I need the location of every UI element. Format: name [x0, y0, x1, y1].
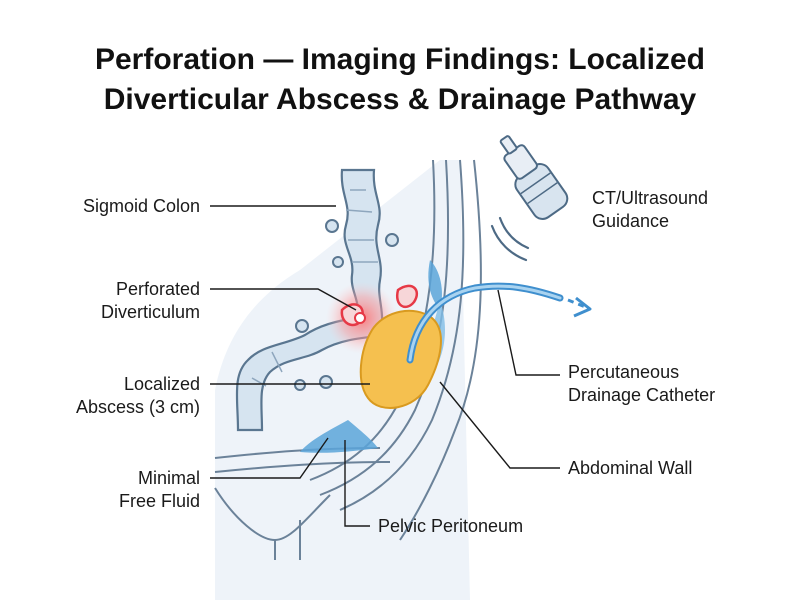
leader-lines: [210, 205, 560, 527]
label-catheter-line2: Drainage Catheter: [568, 385, 715, 405]
title-line-1: Perforation — Imaging Findings: Localize…: [94, 43, 706, 76]
label-abscess-line1: Localized: [124, 374, 200, 394]
label-sigmoid-colon: Sigmoid Colon: [83, 196, 200, 216]
ultrasound-waves-icon: [490, 216, 530, 262]
label-guidance-line1: CT/Ultrasound: [592, 188, 708, 208]
label-abdominal-wall: Abdominal Wall: [568, 458, 692, 478]
label-perforated-line1: Perforated: [116, 279, 200, 299]
abscess: [359, 309, 442, 409]
drainage-catheter: [406, 282, 592, 364]
label-perforated-line2: Diverticulum: [101, 302, 200, 322]
pelvic-tissue: [215, 160, 470, 600]
label-catheter-line1: Percutaneous: [568, 362, 679, 382]
label-free-fluid-line1: Minimal: [138, 468, 200, 488]
title-line-2: Diverticular Abscess & Drainage Pathway: [103, 83, 697, 116]
ultrasound-probe-icon: [499, 135, 569, 220]
free-fluid-upper: [428, 260, 442, 310]
page-title: Perforation — Imaging Findings: Localize…: [0, 40, 800, 120]
label-abscess-line2: Abscess (3 cm): [76, 397, 200, 417]
label-free-fluid-line2: Free Fluid: [119, 491, 200, 511]
label-guidance-line2: Guidance: [592, 211, 669, 231]
perforation-point: [354, 312, 366, 324]
free-fluid: [300, 420, 378, 453]
labels: Sigmoid Colon Perforated Diverticulum Lo…: [76, 188, 715, 536]
label-pelvic-peritoneum: Pelvic Peritoneum: [378, 516, 523, 536]
sigmoid-colon: [235, 168, 399, 432]
